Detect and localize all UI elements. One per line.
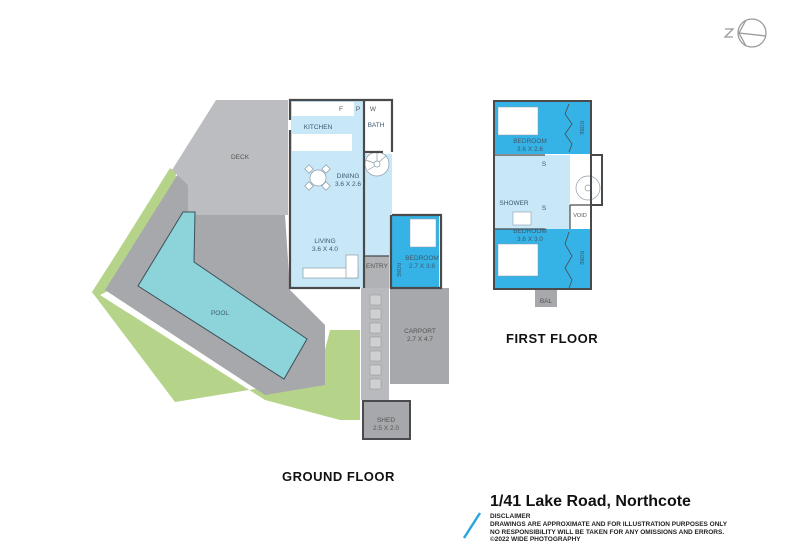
disclaimer-block: DISCLAIMER DRAWINGS ARE APPROXIMATE AND …	[490, 513, 727, 544]
label-living-size: 3.6 X 4.0	[312, 246, 338, 253]
label-bedroom-size: 2.7 X 3.6	[409, 263, 435, 270]
label-bedroom2-size: 3.6 X 3.0	[517, 236, 543, 243]
label-dining-size: 3.6 X 2.6	[335, 181, 361, 188]
ground-floor-title: GROUND FLOOR	[282, 469, 395, 484]
spiral-stair-first-icon	[575, 175, 601, 201]
void-area	[570, 205, 590, 229]
label-shed: SHED	[377, 417, 395, 424]
stepping-stones	[369, 294, 382, 390]
copyright: ©2022 WIDE PHOTOGRAPHY	[490, 536, 581, 544]
label-shed-size: 2.5 X 2.0	[373, 425, 399, 432]
bath-floor	[364, 102, 392, 154]
dining-table-icon	[304, 164, 331, 191]
bed-icon	[409, 218, 437, 248]
carport	[390, 288, 449, 384]
label-kitchen: KITCHEN	[304, 124, 333, 131]
label-fridge: F	[339, 106, 343, 113]
label-pool: POOL	[211, 310, 229, 317]
bed1-icon	[497, 106, 539, 136]
label-bath: BATH	[368, 122, 385, 129]
robe-doors	[564, 103, 573, 289]
disclaimer-title: DISCLAIMER	[490, 513, 531, 520]
shower-tray	[512, 211, 532, 226]
label-bedroom2: BEDROOM	[513, 228, 547, 235]
spiral-stair-icon	[364, 151, 390, 177]
label-robe2: ROBE	[578, 251, 584, 266]
label-shower: SHOWER	[499, 200, 529, 207]
disclaimer-line-2: NO RESPONSIBILITY WILL BE TAKEN FOR ANY …	[490, 528, 725, 536]
label-balcony: BAL	[540, 298, 553, 305]
label-dining: DINING	[337, 173, 360, 180]
ground-floor-walls	[288, 98, 443, 290]
pool	[137, 211, 308, 380]
kitchen-island	[292, 134, 352, 151]
deck-area	[172, 100, 288, 215]
property-address: 1/41 Lake Road, Northcote	[490, 493, 691, 510]
label-living: LIVING	[314, 238, 335, 245]
label-entry: ENTRY	[366, 263, 389, 270]
label-bedroom1-size: 3.6 X 2.6	[517, 146, 543, 153]
entry-floor	[364, 256, 389, 288]
bed2-icon	[497, 243, 539, 277]
label-storage2: S	[542, 205, 547, 212]
label-deck: DECK	[231, 154, 250, 161]
sofa-icon	[302, 254, 359, 279]
label-robe1: ROBE	[578, 121, 584, 136]
label-pantry: P	[356, 106, 360, 113]
balcony	[535, 289, 557, 307]
first-floor-title: FIRST FLOOR	[506, 331, 599, 346]
label-storage1: S	[542, 161, 547, 168]
label-carport-size: 2.7 X 4.7	[407, 336, 433, 343]
label-washer: W	[370, 106, 377, 113]
label-bedroom: BEDROOM	[405, 255, 439, 262]
label-robe: ROBE	[395, 263, 401, 278]
accent-slash	[462, 512, 482, 539]
label-void: VOID	[573, 213, 586, 219]
disclaimer-line-1: DRAWINGS ARE APPROXIMATE AND FOR ILLUSTR…	[490, 520, 728, 528]
kitchen-bench	[292, 102, 364, 116]
north-arrow-icon	[723, 18, 767, 48]
label-carport: CARPORT	[404, 328, 436, 335]
lawn-area-left	[92, 168, 177, 296]
first-floor-walls	[493, 100, 603, 290]
first-floor-hall	[495, 155, 570, 229]
label-bedroom1: BEDROOM	[513, 138, 547, 145]
shed	[362, 400, 411, 440]
